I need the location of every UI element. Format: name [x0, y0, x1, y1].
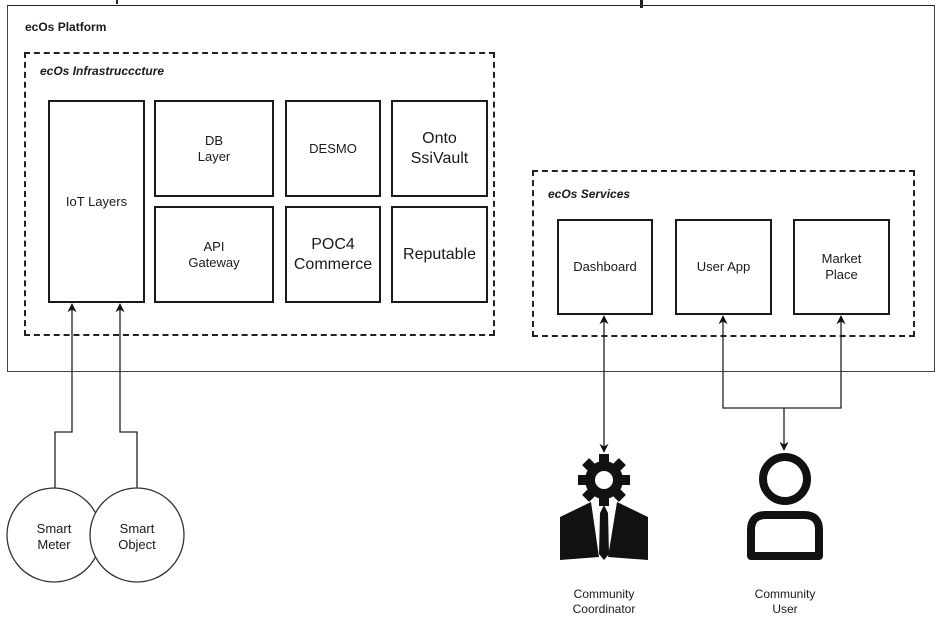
market-place-box[interactable]: Market Place — [793, 219, 890, 315]
desmo-label: DESMO — [309, 140, 357, 156]
smart-meter-label: Smart Meter — [36, 521, 72, 553]
platform-title: ecOs Platform — [25, 20, 107, 34]
dashboard-box[interactable]: Dashboard — [557, 219, 653, 315]
desmo-box[interactable]: DESMO — [285, 100, 381, 197]
infrastructure-container — [24, 52, 495, 336]
user-app-label: User App — [696, 259, 751, 275]
top-cropped-line — [116, 0, 118, 4]
services-title: ecOs Services — [548, 187, 631, 201]
gear-businessman-icon — [560, 454, 648, 560]
smart-object-connector — [115, 303, 138, 489]
iot-layers-box[interactable]: IoT Layers — [48, 100, 145, 303]
onto-ssivault-box[interactable]: Onto SsiVault — [391, 100, 488, 197]
community-user-label: Community User — [754, 587, 816, 616]
api-gateway-label: API Gateway — [188, 238, 240, 270]
poc4-commerce-label: POC4 Commerce — [293, 236, 373, 273]
db-layer-label: DB Layer — [197, 132, 231, 164]
platform-container — [7, 5, 935, 372]
market-place-label: Market Place — [821, 251, 862, 282]
top-cropped-line — [640, 0, 643, 8]
user-icon — [747, 453, 823, 560]
user-app-box[interactable]: User App — [675, 219, 772, 315]
onto-ssivault-label: Onto SsiVault — [410, 130, 469, 167]
smart-object-circle[interactable] — [89, 487, 185, 583]
smart-object-label: Smart Object — [118, 521, 156, 553]
dashboard-label: Dashboard — [573, 259, 637, 275]
iot-layers-label: IoT Layers — [65, 193, 128, 209]
reputable-label: Reputable — [403, 245, 476, 263]
community-coordinator-label: Community Coordinator — [572, 587, 636, 616]
smart-meter-connector — [54, 303, 77, 489]
user-app-connector — [718, 315, 846, 409]
infrastructure-title: ecOs Infrastrucccture — [40, 64, 165, 78]
api-gateway-box[interactable]: API Gateway — [154, 206, 274, 303]
db-layer-box[interactable]: DB Layer — [154, 100, 274, 197]
poc4-commerce-box[interactable]: POC4 Commerce — [285, 206, 381, 303]
reputable-box[interactable]: Reputable — [391, 206, 488, 303]
